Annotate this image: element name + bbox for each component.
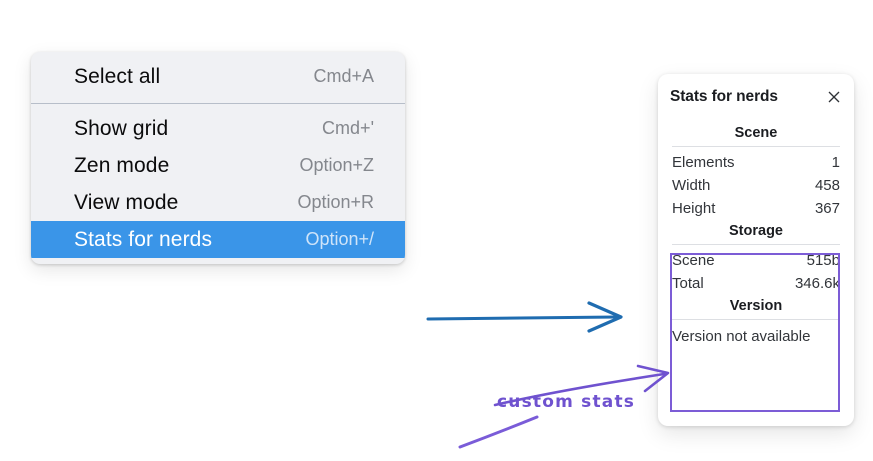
menu-item-shortcut: Cmd+A	[313, 66, 374, 86]
stats-row-value: 1	[831, 154, 840, 171]
stats-panel-title: Stats for nerds	[670, 88, 778, 105]
menu-item-label: View mode	[74, 190, 179, 214]
menu-section-top: Select all Cmd+A	[31, 52, 405, 103]
stats-row-value: 367	[814, 200, 840, 217]
stats-row-value: 515b	[806, 252, 840, 269]
stats-divider	[672, 244, 840, 245]
stats-storage-group: Storage Scene 515b Total 346.6k	[670, 220, 842, 295]
stats-row-value: 458	[814, 177, 840, 194]
close-icon[interactable]	[826, 89, 842, 105]
menu-item-select-all[interactable]: Select all Cmd+A	[31, 58, 405, 95]
custom-stats-annotation-label: custom stats	[497, 392, 636, 412]
stats-scene-group: Scene Elements 1 Width 458 Height 367	[670, 122, 842, 220]
menu-item-label: Select all	[74, 64, 161, 88]
stats-row-key: Total	[672, 275, 704, 292]
stats-version-group: Version Version not available	[670, 295, 842, 347]
flow-arrow	[426, 301, 623, 333]
stats-row: Scene 515b	[670, 249, 842, 272]
stats-divider	[672, 319, 840, 320]
menu-item-label: Show grid	[74, 116, 169, 140]
stats-row: Height 367	[670, 197, 842, 220]
menu-item-shortcut: Option+Z	[299, 155, 374, 175]
menu-item-view-mode[interactable]: View mode Option+R	[31, 184, 405, 221]
menu-item-shortcut: Option+R	[297, 192, 374, 212]
menu-item-show-grid[interactable]: Show grid Cmd+'	[31, 110, 405, 147]
stats-row: Width 458	[670, 174, 842, 197]
stats-version-heading: Version	[729, 298, 783, 314]
stats-storage-heading: Storage	[729, 223, 783, 239]
menu-item-label: Stats for nerds	[74, 227, 213, 251]
stats-version-note: Version not available	[672, 328, 811, 345]
stats-row-key: Scene	[672, 252, 715, 269]
stats-panel-header: Stats for nerds	[670, 88, 842, 106]
stats-row-key: Elements	[672, 154, 735, 171]
stats-divider	[672, 146, 840, 147]
menu-item-stats-for-nerds[interactable]: Stats for nerds Option+/	[31, 221, 405, 258]
stats-row: Total 346.6k	[670, 272, 842, 295]
stats-row-key: Width	[672, 177, 711, 194]
stats-row: Elements 1	[670, 151, 842, 174]
menu-divider	[31, 103, 405, 104]
stats-for-nerds-panel[interactable]: Stats for nerds Scene Elements 1 Width 4…	[658, 74, 854, 426]
canvas-context-menu[interactable]: Select all Cmd+A Show grid Cmd+' Zen mod…	[31, 52, 405, 264]
stats-row-key: Height	[672, 200, 716, 217]
stats-row-value: 346.6k	[794, 275, 840, 292]
stats-scene-heading: Scene	[734, 125, 778, 141]
menu-item-shortcut: Option+/	[305, 229, 374, 249]
menu-item-shortcut: Cmd+'	[322, 118, 374, 138]
menu-section-view: Show grid Cmd+' Zen mode Option+Z View m…	[31, 104, 405, 264]
menu-item-label: Zen mode	[74, 153, 170, 177]
menu-item-zen-mode[interactable]: Zen mode Option+Z	[31, 147, 405, 184]
annotation-underline-stroke	[458, 415, 539, 449]
